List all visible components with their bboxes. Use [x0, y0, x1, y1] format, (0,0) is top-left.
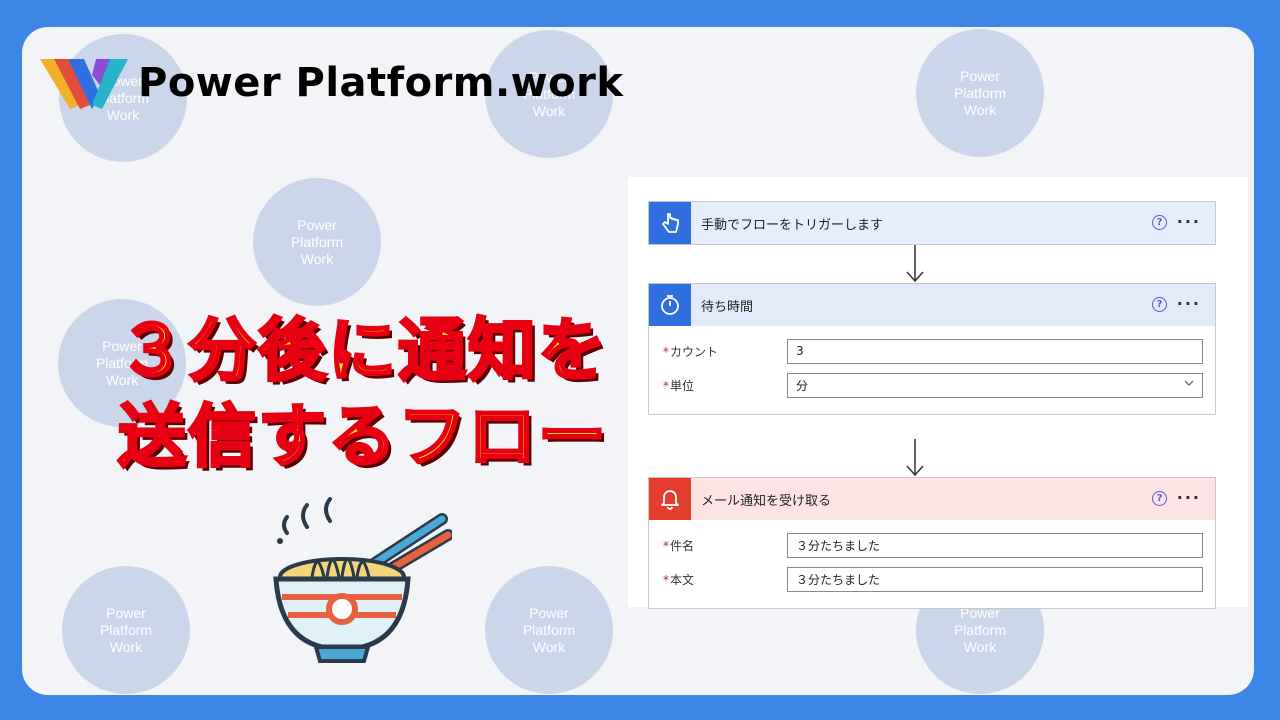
notify-step[interactable]: メール通知を受け取る ? ··· *件名 ３分たちました *本文 ３分たちました — [648, 477, 1216, 609]
unit-select-value: 分 — [796, 378, 809, 393]
subject-label: *件名 — [663, 538, 695, 553]
count-field-row: *カウント 3 — [661, 334, 1203, 368]
subject-input[interactable]: ３分たちました — [787, 532, 1203, 558]
body-label: *本文 — [663, 572, 695, 587]
bell-icon — [649, 478, 691, 520]
help-icon[interactable]: ? — [1152, 491, 1167, 506]
chevron-down-icon — [1184, 380, 1194, 386]
trigger-step-title: 手動でフローをトリガーします — [701, 217, 884, 233]
body-field-row: *本文 ３分たちました — [661, 562, 1203, 596]
unit-field-row: *単位 分 — [661, 368, 1203, 402]
brand-name: Power Platform.work — [138, 60, 624, 106]
trigger-step[interactable]: 手動でフローをトリガーします ? ··· — [648, 201, 1216, 245]
notify-step-title: メール通知を受け取る — [701, 493, 832, 509]
ramen-bowl-icon — [273, 497, 452, 663]
count-input[interactable]: 3 — [787, 338, 1203, 364]
timer-icon — [649, 284, 691, 326]
headline: ３分後に通知を 送信するフロー — [116, 309, 609, 481]
more-options-icon[interactable]: ··· — [1176, 294, 1201, 313]
arrow-down-icon — [906, 439, 924, 477]
help-icon[interactable]: ? — [1152, 297, 1167, 312]
logo-icon — [40, 59, 128, 109]
unit-label: *単位 — [663, 378, 695, 393]
brand: Power Platform.work — [40, 55, 623, 111]
hand-pointer-icon — [649, 202, 691, 244]
delay-step-title: 待ち時間 — [701, 299, 754, 315]
unit-select[interactable]: 分 — [787, 372, 1203, 398]
more-options-icon[interactable]: ··· — [1176, 488, 1201, 507]
delay-step[interactable]: 待ち時間 ? ··· *カウント 3 *単位 分 — [648, 283, 1216, 415]
trigger-step-header[interactable]: 手動でフローをトリガーします ? ··· — [649, 202, 1215, 244]
help-icon[interactable]: ? — [1152, 215, 1167, 230]
flow-designer-panel: 手動でフローをトリガーします ? ··· 待ち時間 ? ··· *カウント — [628, 177, 1248, 609]
notify-step-header[interactable]: メール通知を受け取る ? ··· — [649, 478, 1215, 520]
headline-line: ３分後に通知を — [116, 311, 609, 393]
subject-field-row: *件名 ３分たちました — [661, 528, 1203, 562]
more-options-icon[interactable]: ··· — [1176, 212, 1201, 231]
delay-step-header[interactable]: 待ち時間 ? ··· — [649, 284, 1215, 326]
count-label: *カウント — [663, 344, 719, 359]
headline-line: 送信するフロー — [116, 397, 609, 479]
body-input[interactable]: ３分たちました — [787, 566, 1203, 592]
arrow-down-icon — [906, 245, 924, 283]
